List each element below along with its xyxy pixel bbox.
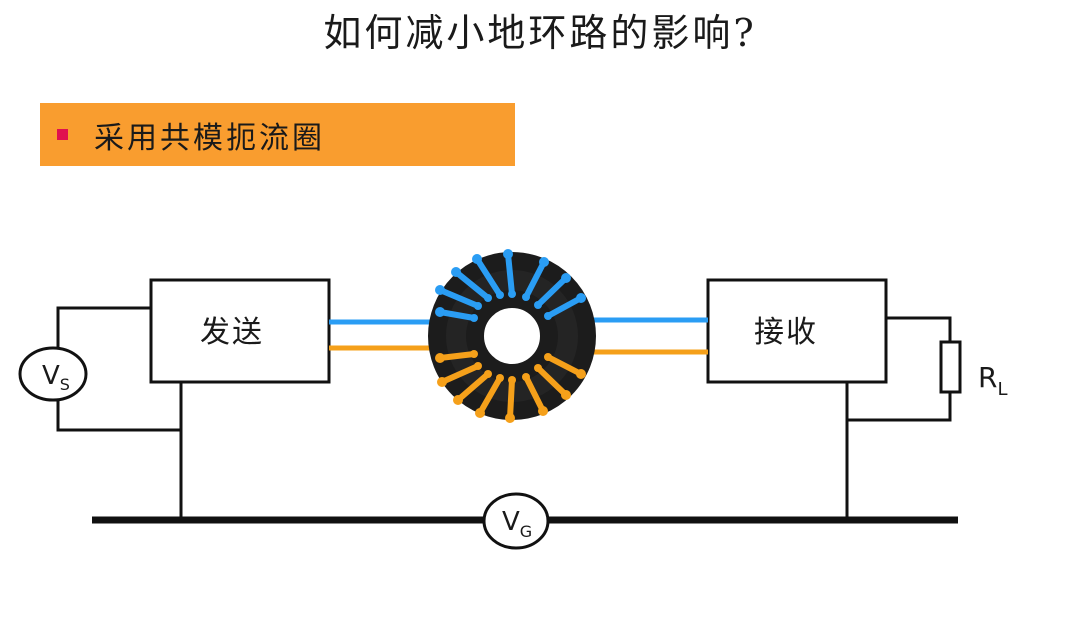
bullet-marker	[57, 129, 68, 140]
transmitter-label: 发送	[200, 315, 264, 350]
source-wire-top	[56, 306, 151, 350]
signal-winding-dots	[435, 249, 586, 322]
banner-text: 采用共模扼流圈	[94, 120, 325, 156]
common-mode-choke	[428, 249, 596, 423]
load-wire-bottom	[847, 392, 952, 422]
topic-banner: 采用共模扼流圈	[40, 103, 515, 166]
transmitter-box	[149, 278, 331, 384]
return-winding-dots	[435, 350, 586, 423]
load-rl-label: RL	[978, 361, 1008, 400]
receiver-box	[706, 278, 888, 384]
return-winding	[437, 351, 584, 421]
page-title: 如何减小地环路的影响?	[323, 11, 757, 55]
source-vs-label: VS	[42, 361, 70, 394]
signal-winding	[437, 251, 584, 321]
ground-vg-symbol	[482, 492, 550, 550]
receiver-label: 接收	[754, 315, 818, 350]
ground-vg-label: VG	[502, 507, 532, 541]
load-resistor	[939, 340, 962, 394]
load-wire-top	[886, 316, 952, 342]
source-wire-bottom	[56, 398, 181, 432]
source-vs-symbol	[18, 346, 88, 402]
